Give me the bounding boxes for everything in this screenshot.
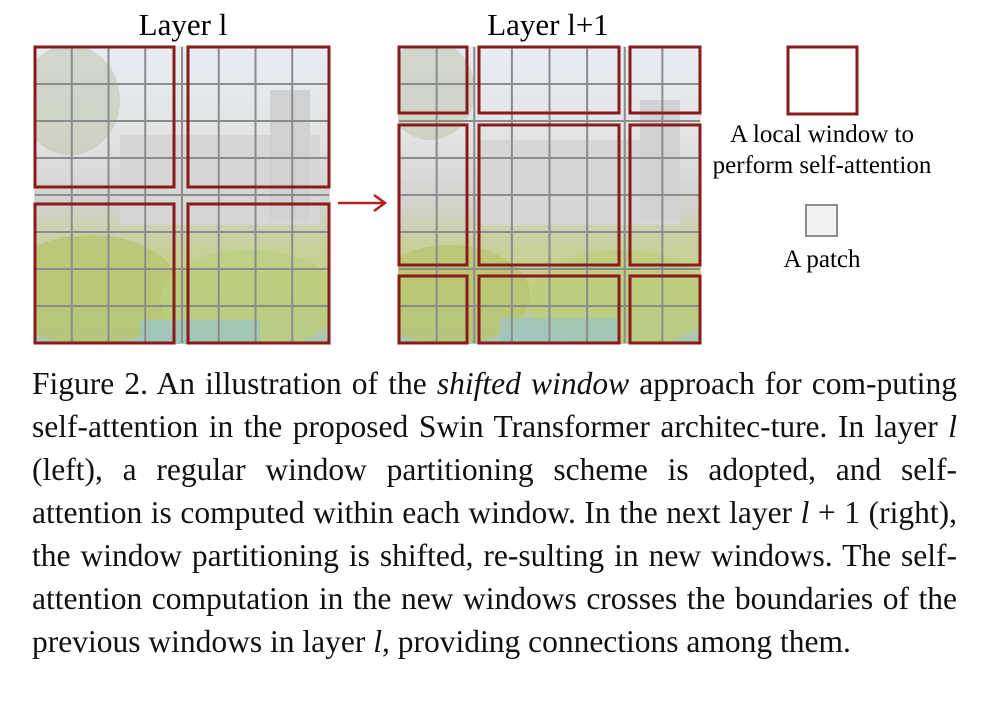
layer-l1-window: [397, 45, 469, 115]
caption-variable-l: l: [800, 495, 810, 530]
caption-italic-term: shifted window: [436, 366, 630, 401]
legend-window-swatch: [786, 45, 859, 116]
caption-text-3: (right), the window partitioning is shif…: [32, 495, 957, 659]
layer-l-window: [186, 202, 331, 345]
layer-l1-window: [397, 274, 469, 345]
figure-caption: Figure 2. An illustration of the shifted…: [32, 362, 957, 663]
caption-plus-one: + 1: [809, 495, 861, 530]
layer-l-image: [34, 46, 330, 344]
caption-text-2: (left), a regular window partitioning sc…: [32, 452, 957, 530]
layer-l-patch-grid: [35, 47, 329, 343]
arrow-icon: [338, 193, 388, 213]
layer-l-windows: [33, 45, 331, 345]
layer-l-window: [33, 202, 176, 345]
caption-variable-l: l: [373, 624, 382, 659]
layer-l1-window: [628, 123, 702, 267]
legend-window-label-line1: A local window to: [730, 121, 914, 148]
layer-l1-windows: [397, 45, 702, 345]
layer-l1-window: [397, 123, 469, 267]
layer-l-window: [186, 45, 331, 189]
layer-l1-patch-grid: [399, 47, 700, 343]
layer-l1-window: [477, 274, 621, 345]
layer-l1-title: Layer l+1: [487, 7, 609, 42]
caption-text-1: approach for com-puting self-attention i…: [32, 366, 958, 444]
legend-patch-label: A patch: [783, 246, 861, 273]
caption-suffix: , providing connections among them.: [381, 624, 851, 659]
layer-l1-window: [477, 45, 621, 115]
caption-prefix: Figure 2. An illustration of the: [32, 366, 437, 401]
layer-l-title: Layer l: [139, 7, 228, 42]
layer-l1-window: [628, 274, 702, 345]
layer-l1-window: [628, 45, 702, 115]
layer-l1-window: [477, 123, 621, 267]
layer-l-window: [33, 45, 176, 189]
legend-window-label-line2: perform self-attention: [713, 152, 932, 179]
caption-variable-l: l: [948, 409, 957, 444]
swin-shifted-window-figure: Layer l Layer l+1: [33, 7, 932, 345]
legend-patch-swatch: [805, 204, 838, 237]
